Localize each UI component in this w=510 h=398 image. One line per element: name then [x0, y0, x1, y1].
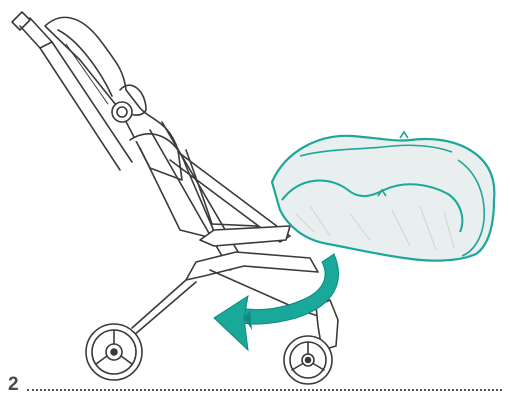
step-divider — [27, 389, 502, 391]
storage-basket — [272, 132, 494, 261]
step-number: 2 — [8, 375, 19, 394]
stroller-seat-back — [45, 17, 182, 180]
stroller-hinge — [112, 102, 132, 122]
rotation-arrow-head — [214, 296, 248, 350]
step-row: 2 — [8, 372, 502, 394]
stroller-chassis — [186, 252, 318, 280]
